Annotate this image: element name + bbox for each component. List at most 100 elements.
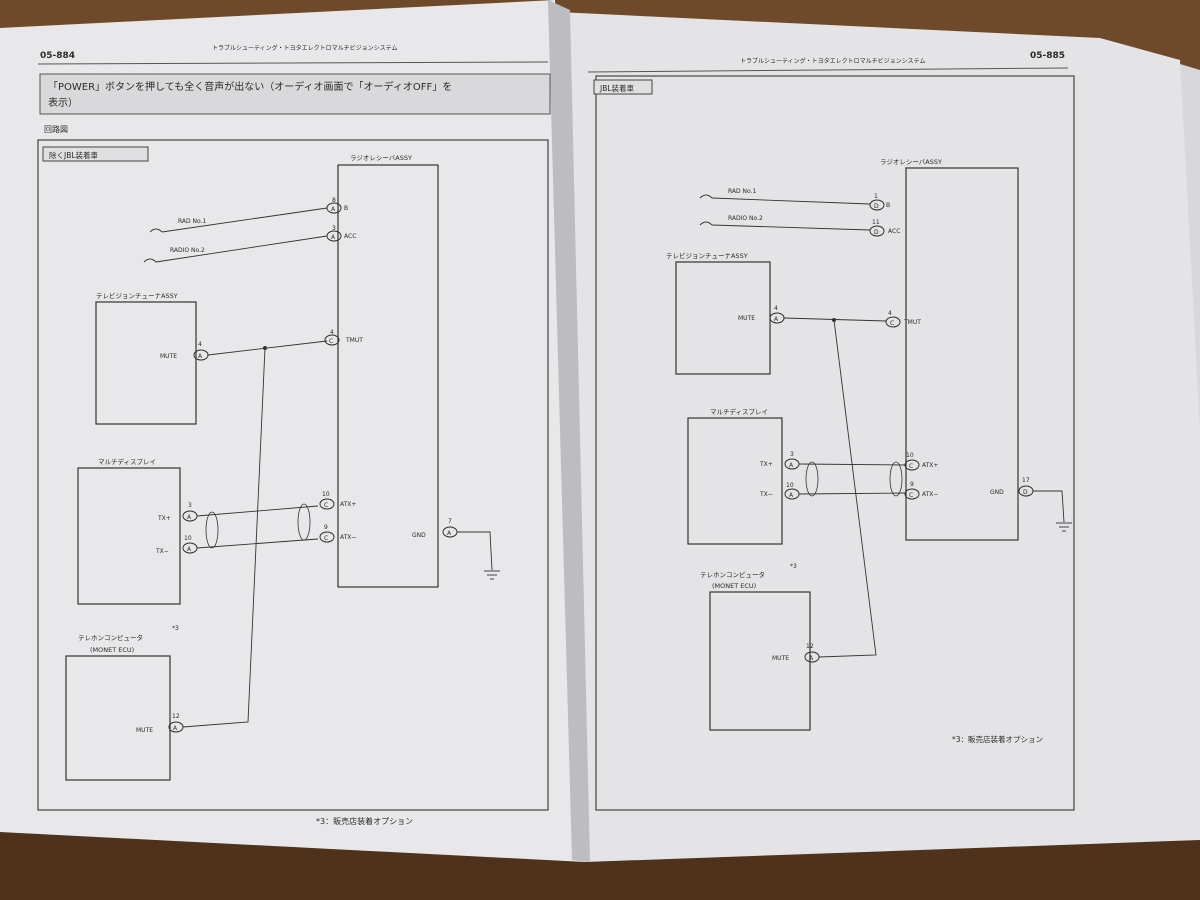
right-conn-acc-letter: D xyxy=(874,229,879,236)
left-header-rule xyxy=(37,61,549,65)
left-conn-b-letter: A xyxy=(331,206,336,213)
left-title-line1: 「POWER」ボタンを押しても全く音声が出ない（オーディオ画面で「オーディオOF… xyxy=(48,80,452,93)
left-tv-tuner-label: テレビジョンチューナASSY xyxy=(96,291,178,300)
right-conn-txp-letter: A xyxy=(789,462,794,469)
left-wire-acc xyxy=(155,235,328,263)
right-txp-label: TX+ xyxy=(759,461,773,468)
left-section-label: 回路図 xyxy=(44,124,68,134)
right-conn-tmut xyxy=(885,316,901,328)
left-tel-computer-box xyxy=(65,655,171,781)
left-footnote: *3：販売店装着オプション xyxy=(316,816,413,826)
left-conn-tmut-letter: C xyxy=(329,338,333,345)
left-atxp-label: ATX+ xyxy=(340,501,356,508)
right-wire-acc xyxy=(711,224,871,231)
right-conn-atxp xyxy=(904,459,920,471)
right-multi-display-box xyxy=(687,417,783,545)
left-wire-tel-mute xyxy=(182,347,266,728)
right-page-number: 05-885 xyxy=(1030,51,1065,61)
left-wire-atxm xyxy=(196,538,319,549)
right-tv-tuner-label: テレビジョンチューナASSY xyxy=(666,251,748,260)
right-multi-display-label: マルチディスプレイ xyxy=(710,407,768,416)
left-page: 05-884 トラブルシューティング・トヨタエレクトロマルチビジョンシステム 「… xyxy=(37,44,551,826)
right-txm-num: 10 xyxy=(786,482,794,489)
right-conn-txm-letter: A xyxy=(789,492,794,499)
right-frame-tag-text: JBL装着車 xyxy=(599,83,635,93)
right-running-header: トラブルシューティング・トヨタエレクトロマルチビジョンシステム xyxy=(740,57,925,65)
right-conn-tmut-letter: C xyxy=(890,320,894,327)
left-conn-atxp-letter: C xyxy=(324,502,328,509)
left-tv-mute-label: MUTE xyxy=(160,353,177,360)
left-conn-b xyxy=(326,202,342,214)
right-header-rule xyxy=(587,67,1069,73)
left-conn-atxp xyxy=(319,498,335,510)
right-conn-tel-mute-letter: A xyxy=(809,655,814,662)
right-frame-tag xyxy=(593,79,653,95)
left-atxm-label: ATX− xyxy=(340,534,356,541)
left-radio-unit xyxy=(337,164,439,588)
left-tel-computer-label: テレホンコンピュータ xyxy=(78,633,143,642)
right-conn-b-letter: D xyxy=(874,203,879,210)
right-wire-b xyxy=(711,197,871,205)
right-tv-mute-label: MUTE xyxy=(738,315,755,322)
left-gnd-label: GND xyxy=(412,532,426,539)
right-atxp-label: ATX+ xyxy=(922,462,938,469)
right-pin-b-label: B xyxy=(886,202,890,209)
right-tel-mute-num: 12 xyxy=(806,643,814,650)
left-wire-gnd xyxy=(457,531,493,571)
left-frame-tag-text: 除くJBL装着車 xyxy=(49,150,99,160)
left-conn-acc xyxy=(326,230,342,242)
right-twist-b xyxy=(889,461,903,497)
right-tmut-num: 4 xyxy=(888,310,892,317)
right-gnd-num: 17 xyxy=(1022,477,1030,484)
right-radio-no2-label: RADIO No.2 xyxy=(728,215,763,222)
right-tv-mute-num: 4 xyxy=(774,305,778,312)
right-conn-atxm xyxy=(904,488,920,500)
right-fuse-1 xyxy=(699,194,713,199)
left-radio-no2-label: RADIO No.2 xyxy=(170,247,205,254)
left-tmut-label: TMUT xyxy=(345,337,363,344)
left-conn-tel-mute-letter: A xyxy=(173,725,178,732)
right-tmut-label: TMUT xyxy=(903,319,921,326)
right-txp-num: 3 xyxy=(790,451,794,458)
right-tel-star: *3 xyxy=(790,563,797,570)
left-gnd-num: 7 xyxy=(448,518,452,525)
right-radio-unit xyxy=(905,167,1019,541)
left-txp-num: 3 xyxy=(188,502,192,509)
right-pin-acc-num: 11 xyxy=(872,219,880,226)
left-conn-tv-mute-letter: A xyxy=(198,353,203,360)
right-conn-atxp-letter: C xyxy=(909,463,913,470)
left-radio-unit-label: ラジオレシーバASSY xyxy=(350,154,412,162)
right-atxp-num: 10 xyxy=(906,452,914,459)
right-page-sheet xyxy=(558,12,1200,862)
left-pin-b-label: B xyxy=(344,205,348,212)
left-tel-mute-num: 12 xyxy=(172,713,180,720)
left-tel-star: *3 xyxy=(172,625,179,632)
left-atxm-num: 9 xyxy=(324,524,328,531)
right-gnd-label: GND xyxy=(990,489,1004,496)
left-tv-tuner-box xyxy=(95,301,197,425)
left-page-number: 05-884 xyxy=(40,51,75,61)
left-multi-display-label: マルチディスプレイ xyxy=(98,457,156,466)
left-pin-b-num: 8 xyxy=(332,197,336,204)
right-monet-label: (MONET ECU) xyxy=(712,582,756,590)
left-twist-a xyxy=(205,511,219,549)
right-conn-b xyxy=(869,199,885,211)
left-multi-display-box xyxy=(77,467,181,605)
left-atxp-num: 10 xyxy=(322,491,330,498)
gutter-shadow xyxy=(548,0,590,862)
left-txm-num: 10 xyxy=(184,535,192,542)
left-conn-gnd-letter: A xyxy=(447,530,452,537)
right-radio-unit-label: ラジオレシーバASSY xyxy=(880,158,942,166)
left-txp-label: TX+ xyxy=(157,515,171,522)
left-pin-acc-label: ACC xyxy=(344,233,356,240)
right-wire-atxm xyxy=(798,492,906,495)
left-tv-mute-num: 4 xyxy=(198,341,202,348)
left-twist-b xyxy=(297,503,311,541)
right-conn-atxm-letter: C xyxy=(909,492,913,499)
left-page-sheet xyxy=(0,0,585,862)
left-conn-tmut xyxy=(324,334,340,346)
right-page: 05-885 トラブルシューティング・トヨタエレクトロマルチビジョンシステム J… xyxy=(587,51,1075,811)
left-wire-tmut xyxy=(207,340,328,356)
left-title-box xyxy=(39,73,551,115)
right-tel-mute-label: MUTE xyxy=(772,655,789,662)
